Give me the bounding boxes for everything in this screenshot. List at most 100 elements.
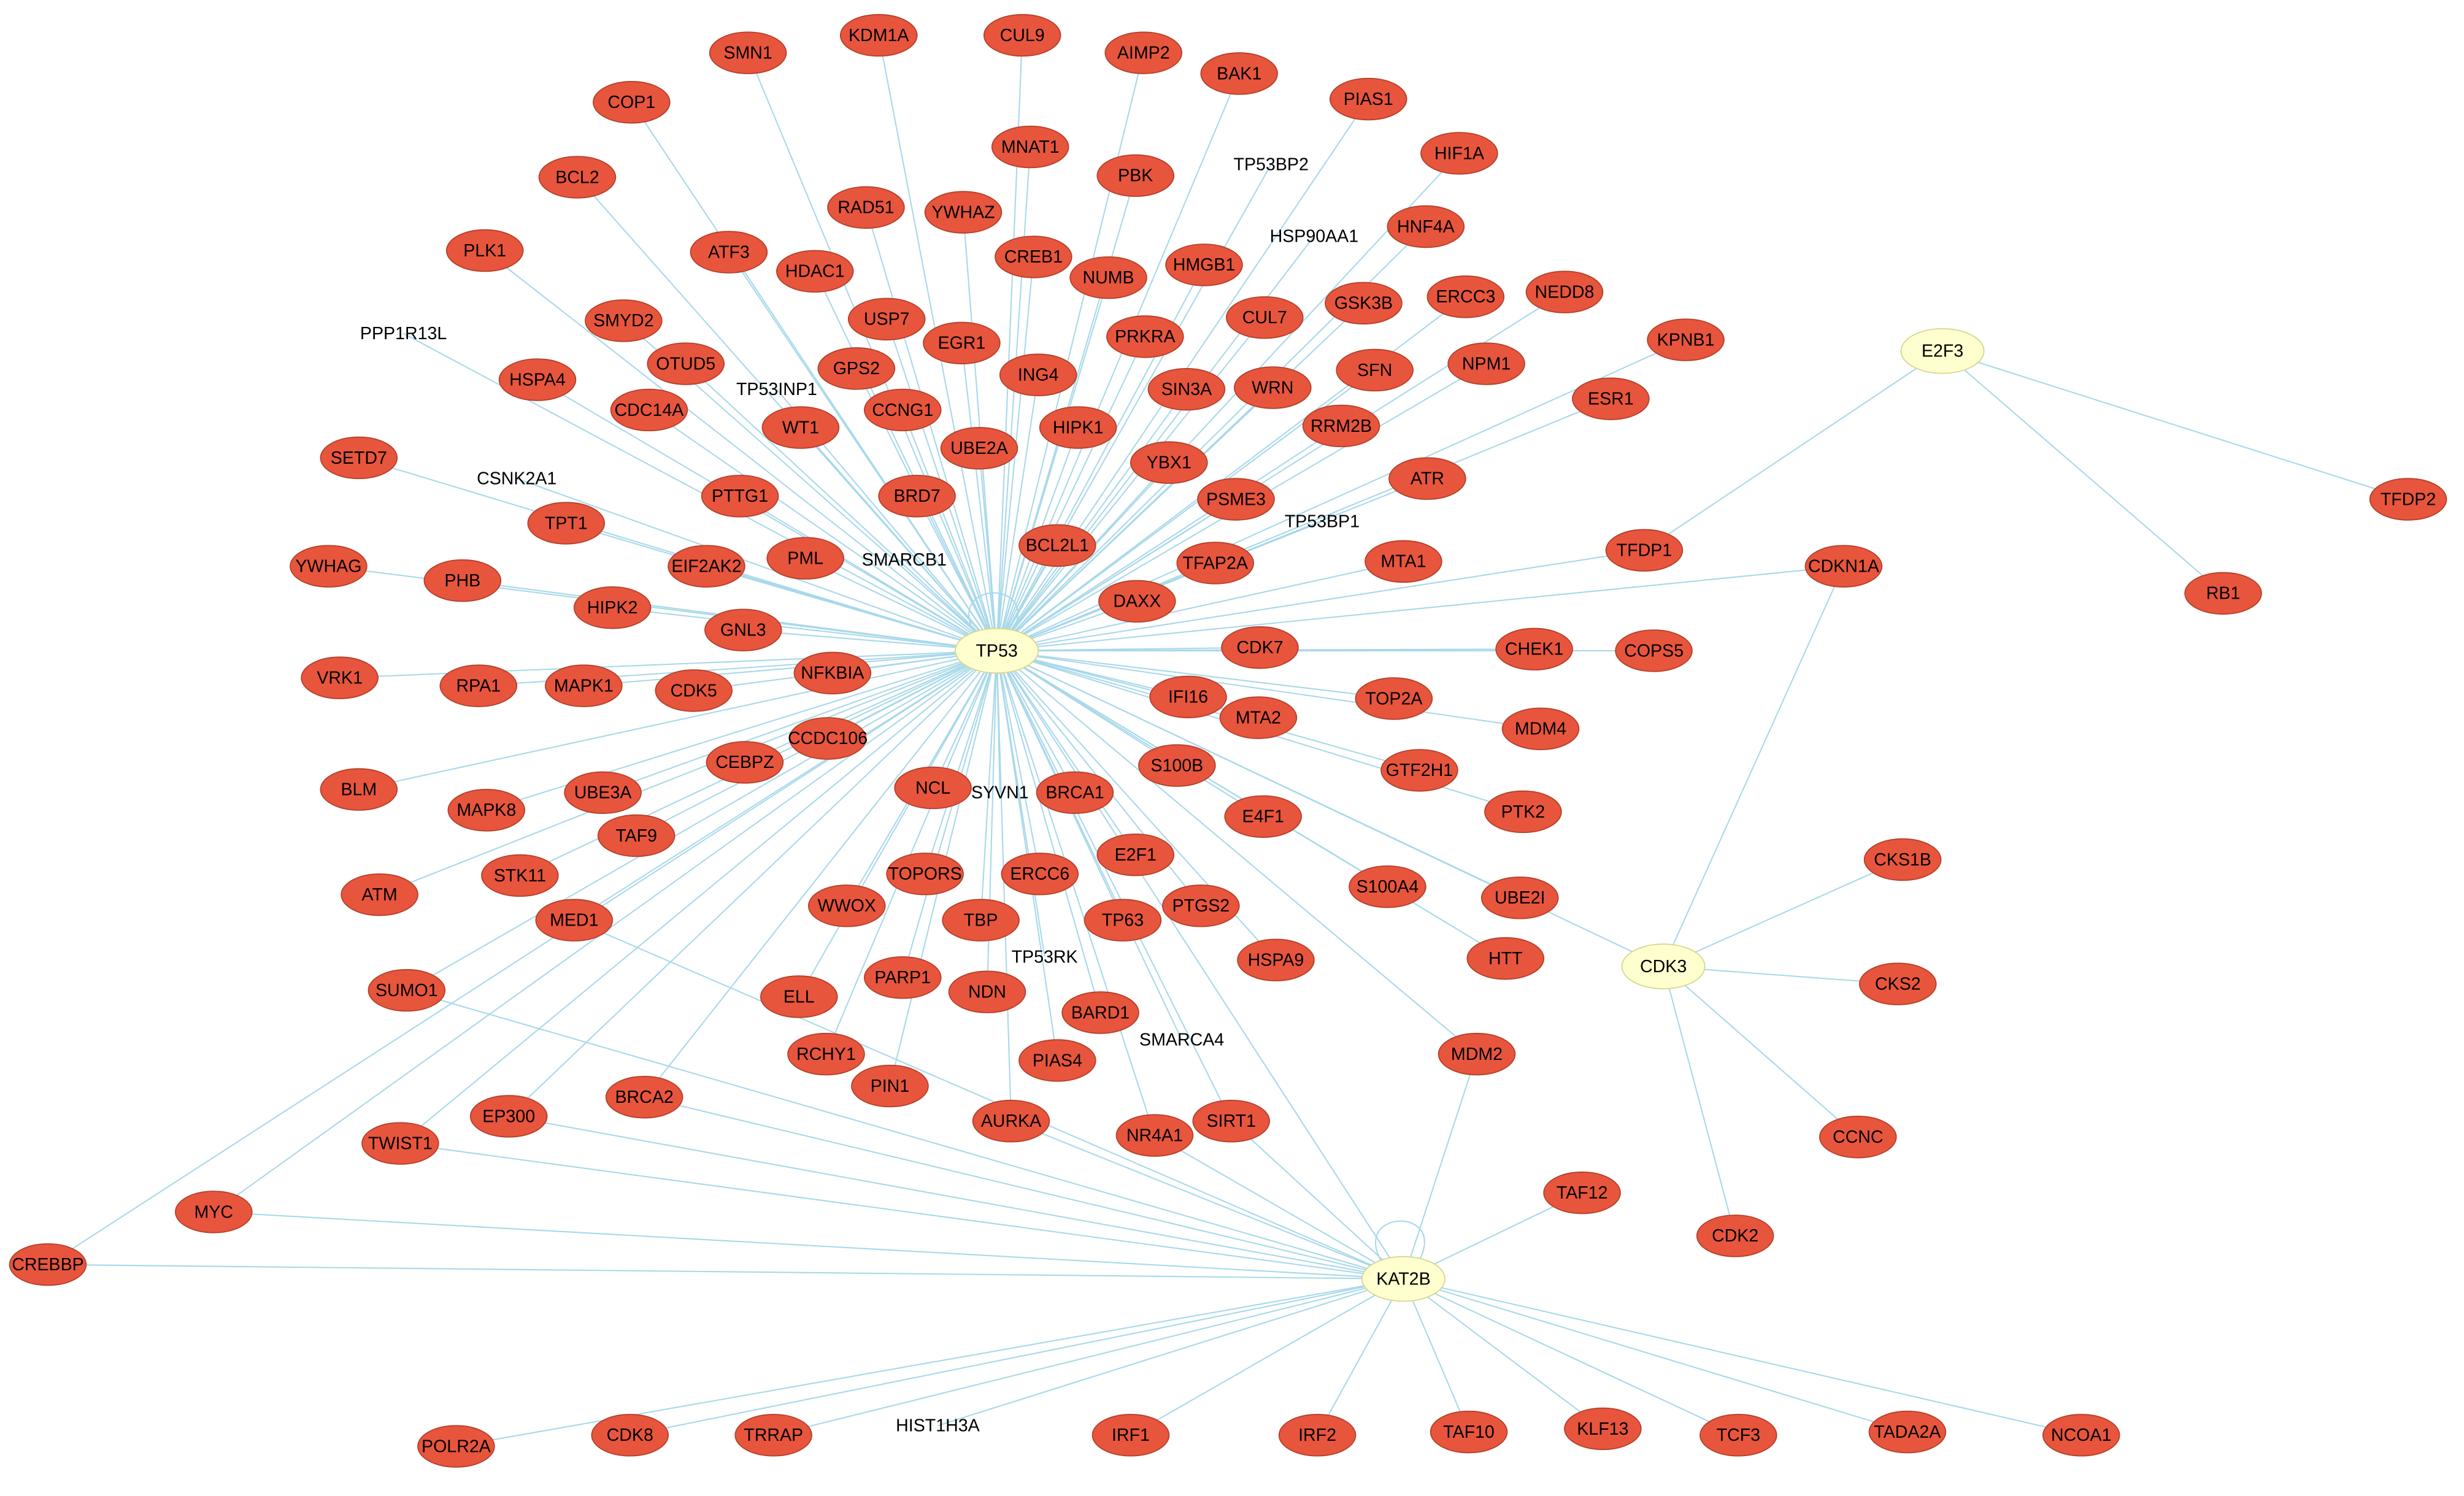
- gene-node-SETD7[interactable]: SETD7: [320, 436, 398, 480]
- gene-node-TADA2A[interactable]: TADA2A: [1868, 1410, 1947, 1454]
- gene-node-WT1[interactable]: WT1: [761, 406, 840, 449]
- gene-node-BAK1[interactable]: BAK1: [1200, 52, 1278, 95]
- gene-node-PML[interactable]: PML: [766, 537, 844, 580]
- gene-node-OTUD5[interactable]: OTUD5: [647, 342, 725, 385]
- gene-node-RRM2B[interactable]: RRM2B: [1302, 404, 1380, 448]
- gene-node-WWOX[interactable]: WWOX: [807, 884, 886, 927]
- gene-node-S100B[interactable]: S100B: [1138, 744, 1216, 787]
- gene-node-SUMO1[interactable]: SUMO1: [368, 969, 446, 1012]
- gene-node-MED1[interactable]: MED1: [535, 899, 614, 942]
- gene-node-TP63[interactable]: TP63: [1084, 899, 1162, 942]
- gene-node-GTF2H1[interactable]: GTF2H1: [1380, 749, 1458, 792]
- gene-node-AURKA[interactable]: AURKA: [972, 1100, 1050, 1143]
- gene-node-PRKRA[interactable]: PRKRA: [1106, 315, 1184, 358]
- gene-node-EGR1[interactable]: EGR1: [923, 321, 1001, 364]
- gene-node-PIN1[interactable]: PIN1: [851, 1064, 929, 1108]
- gene-node-UBE3A[interactable]: UBE3A: [564, 771, 642, 814]
- hub-node-E2F3[interactable]: E2F3: [1900, 328, 1985, 374]
- gene-node-HTT[interactable]: HTT: [1466, 937, 1545, 980]
- gene-node-NFKBIA[interactable]: NFKBIA: [793, 651, 872, 695]
- gene-node-NUMB[interactable]: NUMB: [1069, 256, 1147, 299]
- gene-node-CCDC106[interactable]: CCDC106: [788, 717, 868, 760]
- gene-node-IFI16[interactable]: IFI16: [1149, 675, 1227, 719]
- gene-node-SFN[interactable]: SFN: [1336, 348, 1414, 392]
- gene-node-POLR2A[interactable]: POLR2A: [417, 1425, 495, 1468]
- gene-node-MAPK1[interactable]: MAPK1: [545, 664, 623, 707]
- gene-node-PTK2[interactable]: PTK2: [1484, 790, 1562, 834]
- gene-node-PLK1[interactable]: PLK1: [445, 229, 524, 272]
- gene-node-CREBBP[interactable]: CREBBP: [9, 1243, 87, 1286]
- gene-node-UBE2I[interactable]: UBE2I: [1480, 877, 1559, 919]
- gene-node-ELL[interactable]: ELL: [760, 975, 838, 1018]
- gene-node-NCL[interactable]: NCL: [894, 766, 972, 810]
- gene-node-TAF10[interactable]: TAF10: [1430, 1410, 1508, 1454]
- hub-node-TP53[interactable]: TP53: [955, 627, 1039, 674]
- gene-node-YWHAZ[interactable]: YWHAZ: [924, 191, 1003, 234]
- gene-node-BCL2[interactable]: BCL2: [538, 156, 617, 199]
- gene-node-VRK1[interactable]: VRK1: [301, 656, 379, 699]
- gene-node-CCNG1[interactable]: CCNG1: [863, 388, 942, 432]
- gene-node-TAF12[interactable]: TAF12: [1543, 1172, 1621, 1214]
- gene-node-SIRT1[interactable]: SIRT1: [1192, 1100, 1270, 1143]
- gene-node-HIPK1[interactable]: HIPK1: [1039, 406, 1117, 449]
- gene-node-HSPA4[interactable]: HSPA4: [498, 358, 577, 401]
- gene-node-ATR[interactable]: ATR: [1388, 457, 1466, 500]
- gene-node-TFAP2A[interactable]: TFAP2A: [1176, 542, 1255, 585]
- gene-node-CUL9[interactable]: CUL9: [983, 13, 1061, 57]
- gene-node-MNAT1[interactable]: MNAT1: [991, 125, 1069, 169]
- gene-node-SIN3A[interactable]: SIN3A: [1147, 367, 1226, 411]
- gene-node-TCF3[interactable]: TCF3: [1700, 1414, 1777, 1457]
- gene-node-PHB[interactable]: PHB: [423, 559, 502, 602]
- gene-node-NPM1[interactable]: NPM1: [1447, 342, 1525, 385]
- gene-node-RPA1[interactable]: RPA1: [439, 664, 518, 707]
- gene-node-TAF9[interactable]: TAF9: [597, 814, 676, 857]
- gene-node-CKS1B[interactable]: CKS1B: [1863, 838, 1942, 881]
- gene-node-COPS5[interactable]: COPS5: [1615, 629, 1693, 672]
- gene-node-PTGS2[interactable]: PTGS2: [1162, 884, 1240, 927]
- gene-node-CEBPZ[interactable]: CEBPZ: [706, 741, 784, 784]
- gene-node-CDKN1A[interactable]: CDKN1A: [1804, 545, 1883, 588]
- gene-node-YBX1[interactable]: YBX1: [1130, 441, 1208, 484]
- gene-node-SMYD2[interactable]: SMYD2: [585, 299, 663, 342]
- gene-node-KLF13[interactable]: KLF13: [1564, 1407, 1642, 1451]
- gene-node-TBP[interactable]: TBP: [942, 899, 1020, 942]
- gene-node-GPS2[interactable]: GPS2: [817, 347, 896, 390]
- gene-node-DAXX[interactable]: DAXX: [1098, 580, 1176, 623]
- gene-node-CCNC[interactable]: CCNC: [1819, 1116, 1897, 1159]
- gene-node-CUL7[interactable]: CUL7: [1225, 296, 1304, 339]
- gene-node-CREB1[interactable]: CREB1: [995, 236, 1072, 278]
- gene-node-EIF2AK2[interactable]: EIF2AK2: [668, 545, 745, 588]
- gene-node-CDK2[interactable]: CDK2: [1696, 1214, 1774, 1257]
- gene-node-IRF2[interactable]: IRF2: [1278, 1414, 1357, 1457]
- gene-node-PIAS1[interactable]: PIAS1: [1329, 77, 1407, 121]
- gene-node-ERCC6[interactable]: ERCC6: [1001, 853, 1079, 896]
- gene-node-CDC14A[interactable]: CDC14A: [610, 388, 688, 432]
- gene-node-WRN[interactable]: WRN: [1233, 366, 1312, 409]
- gene-node-PARP1[interactable]: PARP1: [863, 956, 942, 999]
- gene-node-TWIST1[interactable]: TWIST1: [361, 1122, 439, 1165]
- gene-node-PBK[interactable]: PBK: [1096, 154, 1175, 198]
- hub-node-KAT2B[interactable]: KAT2B: [1361, 1256, 1446, 1302]
- gene-node-PSME3[interactable]: PSME3: [1197, 478, 1275, 521]
- gene-node-BRD7[interactable]: BRD7: [878, 475, 956, 518]
- gene-node-NR4A1[interactable]: NR4A1: [1115, 1114, 1194, 1157]
- gene-node-HIPK2[interactable]: HIPK2: [573, 586, 652, 629]
- hub-node-CDK3[interactable]: CDK3: [1621, 943, 1706, 989]
- gene-node-PIAS4[interactable]: PIAS4: [1018, 1039, 1096, 1082]
- gene-node-RB1[interactable]: RB1: [2184, 572, 2262, 615]
- gene-node-IRF1[interactable]: IRF1: [1091, 1414, 1170, 1457]
- gene-node-CHEK1[interactable]: CHEK1: [1495, 627, 1573, 671]
- gene-node-MDM2[interactable]: MDM2: [1438, 1032, 1516, 1076]
- gene-node-YWHAG[interactable]: YWHAG: [290, 545, 368, 588]
- gene-node-KPNB1[interactable]: KPNB1: [1647, 318, 1725, 361]
- gene-node-MTA1[interactable]: MTA1: [1365, 540, 1442, 583]
- gene-node-RCHY1[interactable]: RCHY1: [787, 1032, 865, 1076]
- gene-node-BCL2L1[interactable]: BCL2L1: [1018, 524, 1096, 567]
- gene-node-NEDD8[interactable]: NEDD8: [1525, 270, 1604, 313]
- gene-node-ATM[interactable]: ATM: [341, 873, 418, 916]
- gene-node-KDM1A[interactable]: KDM1A: [839, 13, 918, 57]
- gene-node-BRCA2[interactable]: BRCA2: [605, 1076, 683, 1119]
- gene-node-NCOA1[interactable]: NCOA1: [2042, 1414, 2120, 1457]
- gene-node-TOPORS[interactable]: TOPORS: [886, 853, 964, 896]
